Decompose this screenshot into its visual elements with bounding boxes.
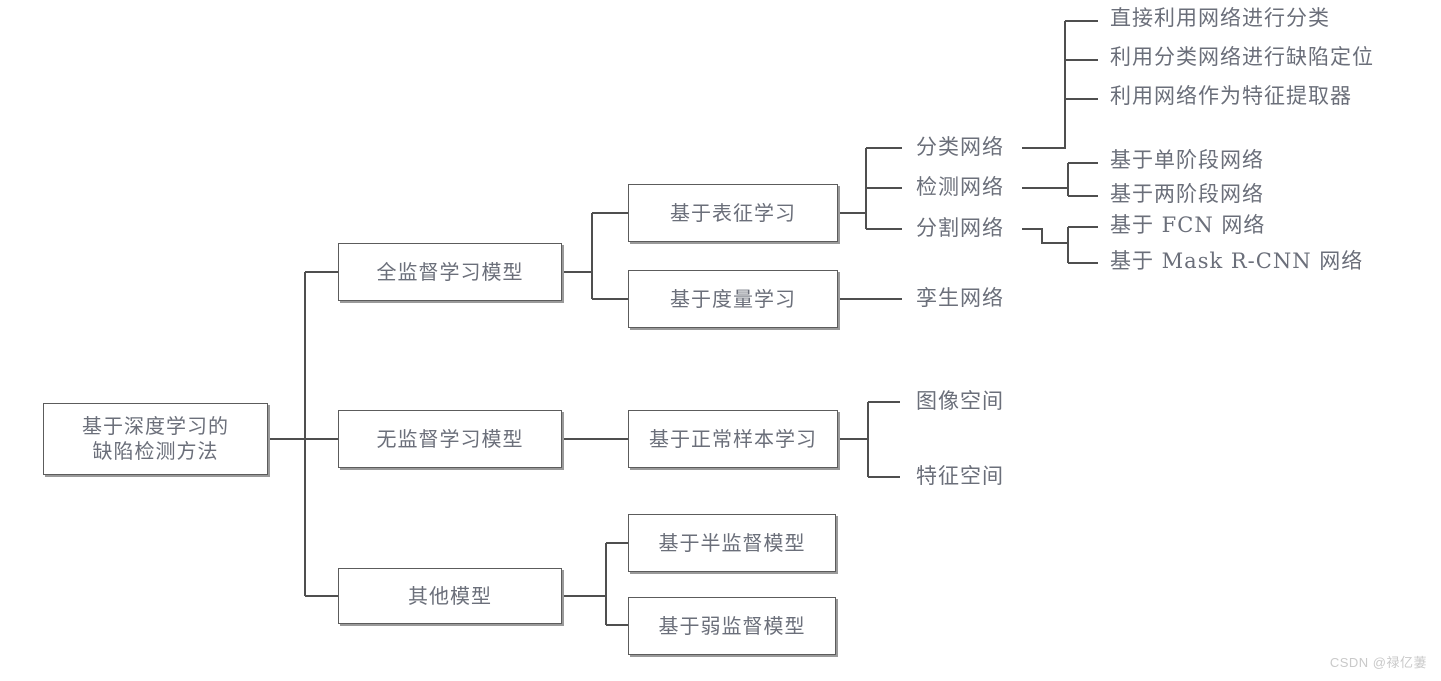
node-root[interactable]: 基于深度学习的 缺陷检测方法 — [43, 403, 268, 475]
leaf-segmentation-network[interactable]: 分割网络 — [916, 218, 1004, 239]
leaf-feature-extractor[interactable]: 利用网络作为特征提取器 — [1110, 86, 1352, 107]
leaf-siamese-network[interactable]: 孪生网络 — [916, 288, 1004, 309]
leaf-one-stage-network-label: 基于单阶段网络 — [1110, 148, 1264, 172]
node-root-text: 基于深度学习的 缺陷检测方法 — [82, 414, 229, 464]
leaf-feature-space[interactable]: 特征空间 — [916, 466, 1004, 487]
node-semi-supervised-model-label: 基于半监督模型 — [658, 530, 806, 555]
leaf-detection-network-label: 检测网络 — [916, 175, 1004, 199]
node-normal-sample-learning[interactable]: 基于正常样本学习 — [628, 410, 838, 468]
leaf-defect-localize[interactable]: 利用分类网络进行缺陷定位 — [1110, 47, 1374, 68]
leaf-classification-network-label: 分类网络 — [916, 135, 1004, 159]
node-weak-supervised-model-label: 基于弱监督模型 — [658, 613, 806, 638]
node-unsupervised-model-label: 无监督学习模型 — [376, 426, 524, 451]
leaf-image-space-label: 图像空间 — [916, 389, 1004, 413]
node-metric-learning[interactable]: 基于度量学习 — [628, 270, 838, 328]
node-representation-learning-label: 基于表征学习 — [670, 200, 796, 225]
node-weak-supervised-model[interactable]: 基于弱监督模型 — [628, 597, 836, 655]
node-supervised-model-label: 全监督学习模型 — [376, 259, 524, 284]
leaf-feature-space-label: 特征空间 — [916, 464, 1004, 488]
node-normal-sample-learning-label: 基于正常样本学习 — [649, 426, 817, 451]
leaf-feature-extractor-label: 利用网络作为特征提取器 — [1110, 84, 1352, 108]
leaf-classification-network[interactable]: 分类网络 — [916, 137, 1004, 158]
leaf-mask-rcnn-network[interactable]: 基于 Mask R-CNN 网络 — [1110, 251, 1363, 272]
leaf-two-stage-network-label: 基于两阶段网络 — [1110, 182, 1264, 206]
wire-segmentation-stub — [1022, 227, 1068, 245]
leaf-one-stage-network[interactable]: 基于单阶段网络 — [1110, 150, 1264, 171]
leaf-direct-classify-label: 直接利用网络进行分类 — [1110, 6, 1330, 30]
leaf-siamese-network-label: 孪生网络 — [916, 286, 1004, 310]
leaf-mask-rcnn-network-label: 基于 Mask R-CNN 网络 — [1110, 249, 1364, 273]
csdn-watermark: CSDN @禄亿萋 — [1329, 655, 1427, 670]
leaf-fcn-network-label: 基于 FCN 网络 — [1110, 213, 1266, 237]
leaf-defect-localize-label: 利用分类网络进行缺陷定位 — [1110, 45, 1374, 69]
node-metric-learning-label: 基于度量学习 — [670, 286, 796, 311]
leaf-image-space[interactable]: 图像空间 — [916, 391, 1004, 412]
leaf-segmentation-network-label: 分割网络 — [916, 216, 1004, 240]
node-semi-supervised-model[interactable]: 基于半监督模型 — [628, 514, 836, 572]
node-root-line2: 缺陷检测方法 — [92, 439, 219, 463]
node-other-model[interactable]: 其他模型 — [338, 568, 562, 624]
node-unsupervised-model[interactable]: 无监督学习模型 — [338, 410, 562, 468]
wire-classification-riser — [1022, 62, 1067, 150]
leaf-detection-network[interactable]: 检测网络 — [916, 177, 1004, 198]
node-supervised-model[interactable]: 全监督学习模型 — [338, 243, 562, 301]
leaf-direct-classify[interactable]: 直接利用网络进行分类 — [1110, 8, 1330, 29]
node-other-model-label: 其他模型 — [408, 583, 492, 608]
node-root-line1: 基于深度学习的 — [82, 414, 229, 438]
leaf-fcn-network[interactable]: 基于 FCN 网络 — [1110, 215, 1265, 236]
leaf-two-stage-network[interactable]: 基于两阶段网络 — [1110, 184, 1264, 205]
node-representation-learning[interactable]: 基于表征学习 — [628, 184, 838, 242]
